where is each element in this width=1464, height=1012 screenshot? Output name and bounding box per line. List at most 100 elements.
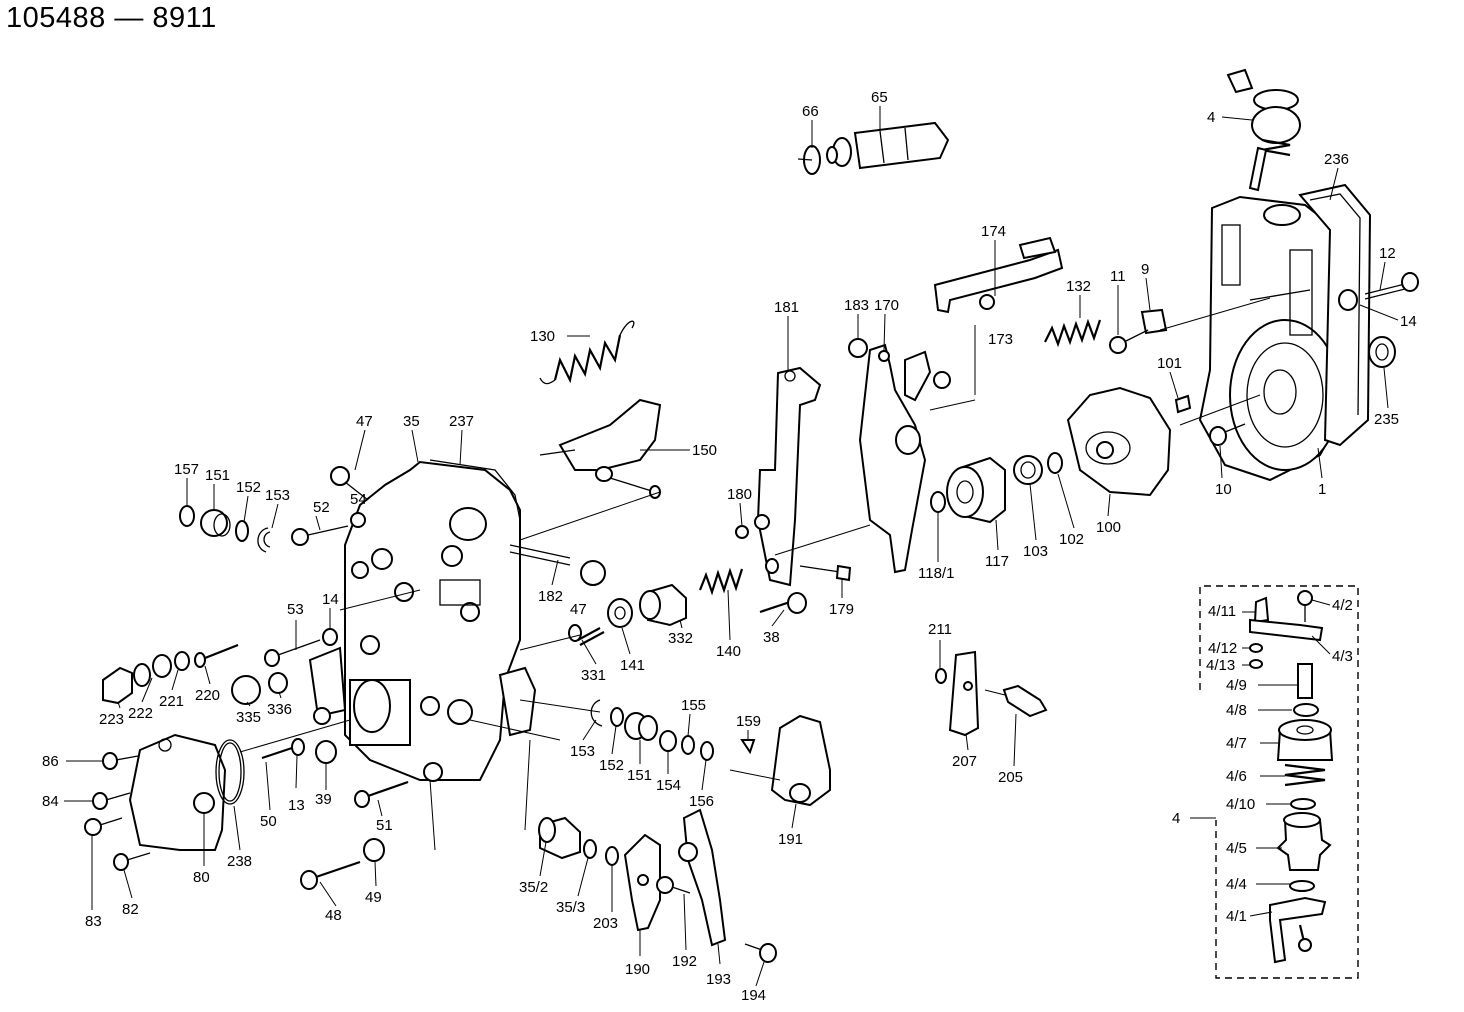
- part-238-o-ring[interactable]: [215, 739, 245, 805]
- part-118-1-washer[interactable]: [930, 491, 946, 513]
- part-bracket-left[interactable]: [308, 646, 347, 725]
- part-4-13-nut[interactable]: [1249, 659, 1263, 669]
- part-222-washer[interactable]: [152, 654, 172, 678]
- part-150-lever-shaft[interactable]: [539, 398, 662, 499]
- part-9-bracket[interactable]: [1140, 308, 1168, 335]
- part-153-circlip-top[interactable]: [257, 527, 271, 553]
- part-4-7-cap[interactable]: [1276, 719, 1334, 761]
- part-140-spring[interactable]: [698, 567, 744, 596]
- label-151-top: 151: [205, 467, 230, 484]
- part-82-screw[interactable]: [113, 852, 151, 871]
- part-4-2-screw[interactable]: [1297, 590, 1313, 622]
- part-221-washer[interactable]: [174, 651, 190, 671]
- part-4-4-washer[interactable]: [1289, 880, 1315, 892]
- part-182-pin[interactable]: [509, 544, 571, 566]
- part-336-washer[interactable]: [268, 672, 288, 694]
- part-132-spring[interactable]: [1044, 318, 1102, 348]
- part-83-screw[interactable]: [84, 817, 123, 836]
- part-192-screw[interactable]: [656, 876, 691, 894]
- gasket-237[interactable]: [429, 459, 521, 521]
- part-80-cover[interactable]: [128, 733, 227, 851]
- part-4-12-nut[interactable]: [1249, 643, 1263, 653]
- part-66-washer[interactable]: [797, 145, 821, 175]
- part-13-nut[interactable]: [291, 738, 305, 756]
- part-331-bolt[interactable]: [568, 624, 605, 646]
- part-152-ring-bottom[interactable]: [610, 707, 624, 727]
- label-141: 141: [620, 657, 645, 674]
- label-35-3: 35/3: [556, 899, 585, 916]
- callout-labels: 66 65 4 236 12 14 235 174 132 11 9 101 1…: [42, 89, 1417, 1004]
- part-154-bearing[interactable]: [659, 730, 677, 752]
- part-10-screw[interactable]: [1209, 423, 1246, 446]
- part-205-pin[interactable]: [1002, 684, 1048, 718]
- part-84-screw[interactable]: [92, 792, 131, 810]
- part-193-plate[interactable]: [678, 808, 727, 947]
- part-211-ring[interactable]: [935, 668, 947, 684]
- part-156-ring[interactable]: [700, 741, 714, 761]
- part-223-plug[interactable]: [102, 663, 151, 705]
- part-117-sleeve[interactable]: [946, 456, 1006, 524]
- part-14-nut-top[interactable]: [1338, 289, 1358, 311]
- part-4-5-body[interactable]: [1276, 812, 1332, 871]
- part-332-nut[interactable]: [639, 583, 687, 627]
- part-47-screw-top[interactable]: [330, 466, 369, 501]
- part-101-key[interactable]: [1174, 394, 1192, 414]
- part-102-washer[interactable]: [1047, 452, 1063, 474]
- part-157-ring[interactable]: [179, 505, 195, 527]
- part-170-lever-assembly[interactable]: [858, 343, 951, 574]
- part-12-screw[interactable]: [1364, 272, 1419, 300]
- part-207-lever[interactable]: [948, 650, 980, 737]
- part-155-ring[interactable]: [681, 735, 695, 755]
- part-35-3-washer[interactable]: [583, 839, 597, 859]
- part-54-nut[interactable]: [350, 512, 366, 528]
- part-52-screw[interactable]: [291, 525, 349, 546]
- part-181-lever[interactable]: [754, 366, 822, 587]
- part-151-sleeve-bottom[interactable]: [624, 712, 658, 741]
- part-180-clip[interactable]: [735, 525, 749, 539]
- part-151-sleeve-top[interactable]: [200, 509, 231, 537]
- part-4-9-pin[interactable]: [1297, 663, 1313, 699]
- part-38-screw[interactable]: [759, 592, 807, 614]
- part-65-pin[interactable]: [826, 121, 950, 170]
- part-11-screw[interactable]: [1109, 329, 1149, 354]
- part-4-6-spring[interactable]: [1284, 763, 1326, 787]
- governor-housing-1[interactable]: [1198, 195, 1352, 482]
- part-103-sleeve[interactable]: [1013, 455, 1043, 485]
- part-194-screw[interactable]: [744, 943, 777, 963]
- part-159-key[interactable]: [740, 739, 756, 755]
- part-235-plug[interactable]: [1368, 336, 1396, 368]
- part-4-8-washer[interactable]: [1293, 703, 1319, 717]
- part-51-screw[interactable]: [354, 780, 409, 808]
- part-191-lever[interactable]: [770, 714, 831, 807]
- part-174-lever[interactable]: [933, 236, 1064, 314]
- part-4-10-ring[interactable]: [1290, 798, 1316, 810]
- part-203-washer[interactable]: [605, 846, 619, 866]
- part-4-1-plate[interactable]: [1269, 896, 1327, 964]
- part-183-nut[interactable]: [848, 338, 868, 358]
- part-4-stop-device[interactable]: [1226, 68, 1301, 192]
- part-49-nut[interactable]: [363, 838, 385, 862]
- part-141-washer[interactable]: [607, 598, 633, 628]
- part-190-lever[interactable]: [623, 833, 661, 932]
- cover-35-main[interactable]: [344, 460, 537, 782]
- part-152-ring-top[interactable]: [235, 520, 249, 542]
- part-50-screw[interactable]: [261, 746, 293, 760]
- label-174: 174: [981, 223, 1006, 240]
- label-157: 157: [174, 461, 199, 478]
- part-179-pin[interactable]: [799, 564, 852, 582]
- gasket-236[interactable]: [1298, 183, 1372, 447]
- part-100-flyweight-carrier[interactable]: [1066, 386, 1172, 497]
- part-220-bolt[interactable]: [194, 643, 239, 668]
- part-14-nut-left[interactable]: [322, 628, 338, 646]
- part-48-screw[interactable]: [300, 860, 361, 890]
- part-39-nut[interactable]: [315, 740, 337, 764]
- part-47-screw-mid[interactable]: [580, 560, 606, 586]
- part-35-2-screw[interactable]: [538, 816, 581, 860]
- part-4-11-lever[interactable]: [1249, 596, 1324, 642]
- part-53-screw[interactable]: [264, 639, 321, 667]
- part-86-screw[interactable]: [102, 752, 139, 770]
- label-84: 84: [42, 793, 59, 810]
- part-153-circlip-bottom[interactable]: [590, 699, 603, 727]
- part-130-spring[interactable]: [539, 320, 635, 385]
- part-335-plug[interactable]: [231, 675, 261, 705]
